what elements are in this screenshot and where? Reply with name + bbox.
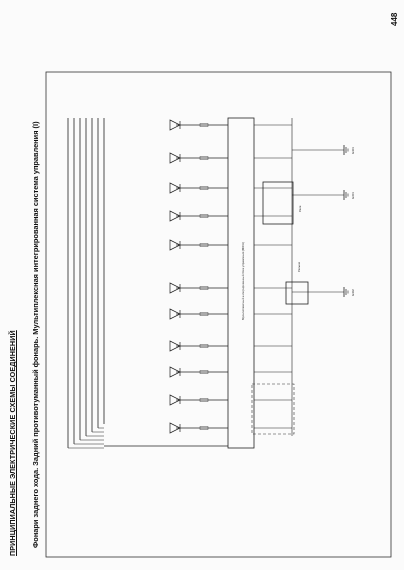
terminal-mark [199, 398, 209, 402]
circuit-rows [169, 118, 344, 436]
terminal-mark [199, 370, 209, 374]
micu-label: Мультиплексный интегрированный блок упра… [241, 242, 245, 320]
lamp-symbol [169, 308, 181, 320]
terminal-mark [199, 156, 209, 160]
terminal-mark [199, 344, 209, 348]
terminal-mark [199, 426, 209, 430]
lamp-symbol [169, 182, 181, 194]
relay-box [262, 181, 294, 225]
micu-box [227, 117, 255, 449]
diagram-frame [45, 71, 392, 558]
ground-label: G301 [351, 192, 355, 199]
lamp-symbol [169, 239, 181, 251]
connector-label: Разъем [297, 262, 301, 272]
lamp-symbol [169, 119, 181, 131]
relay-label: Реле [298, 205, 302, 212]
lamp-symbol [169, 394, 181, 406]
lamp-symbol [169, 210, 181, 222]
ground-label: G401 [351, 147, 355, 154]
lamp-symbol [169, 152, 181, 164]
terminal-mark [199, 286, 209, 290]
lamp-symbol [169, 282, 181, 294]
power-bus-lines [67, 118, 228, 449]
terminal-mark [199, 214, 209, 218]
lamp-symbol [169, 340, 181, 352]
dashed-subsection [251, 383, 295, 435]
connector-box [285, 281, 309, 305]
terminal-mark [199, 243, 209, 247]
terminal-mark [199, 312, 209, 316]
terminal-mark [199, 186, 209, 190]
lamp-symbol [169, 366, 181, 378]
terminal-mark [199, 123, 209, 127]
lamp-symbol [169, 422, 181, 434]
ground-label: G402 [351, 289, 355, 296]
